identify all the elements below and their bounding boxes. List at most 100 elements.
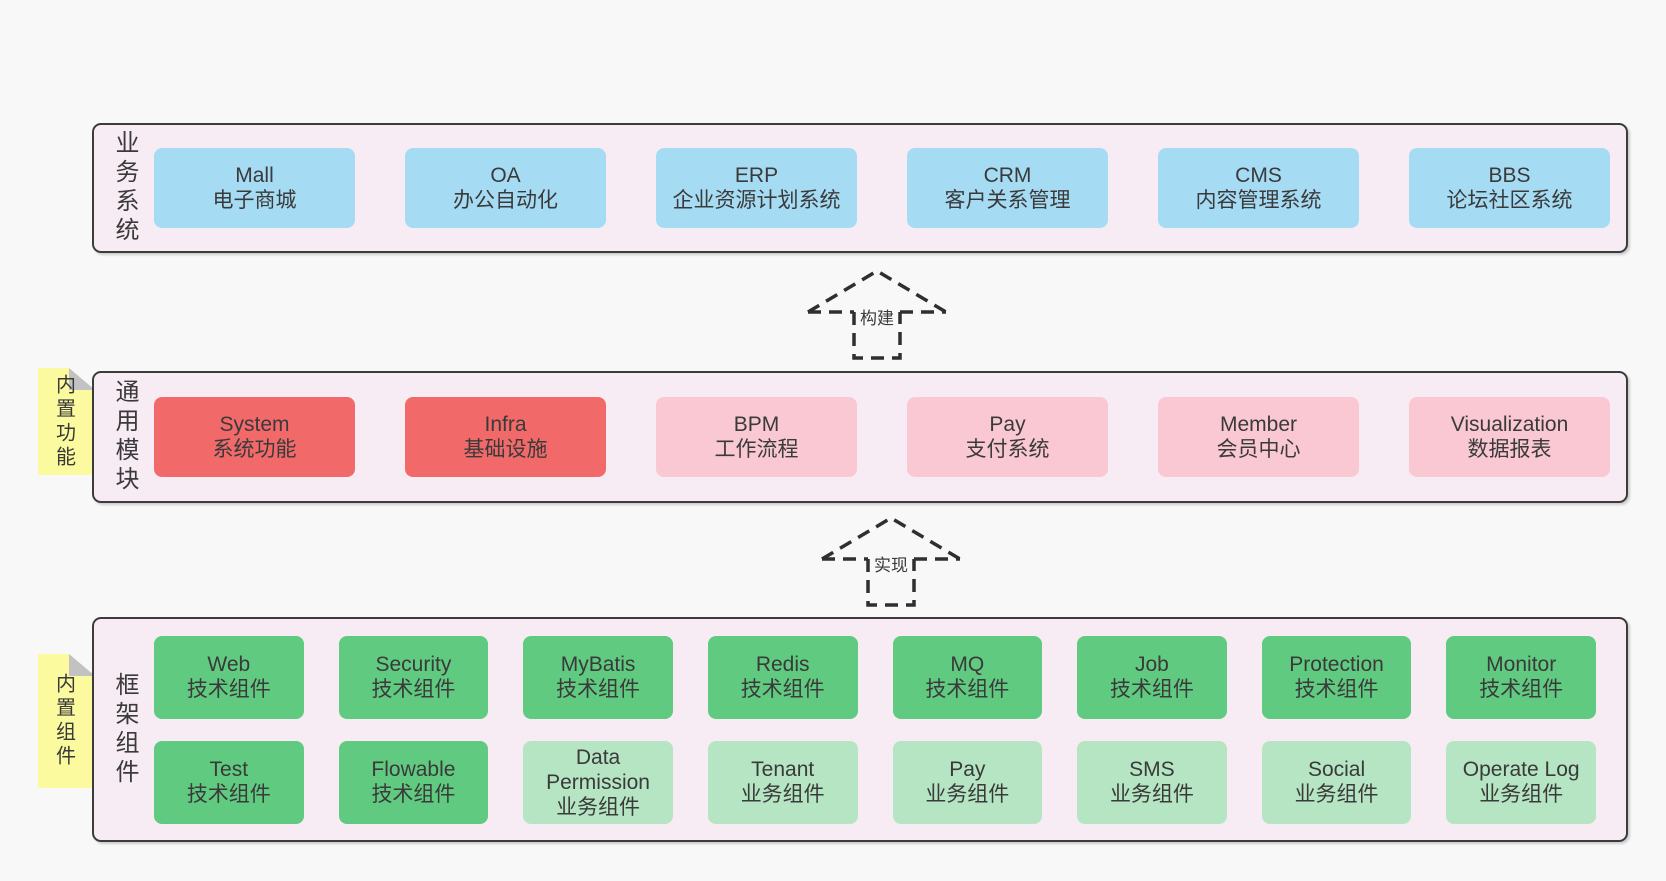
box-row: Mall 电子商城 OA 办公自动化 ERP 企业资源计划系统 CRM 客户关系…	[154, 148, 1610, 228]
box-subtitle: 技术组件	[556, 678, 641, 701]
box-redis: Redis 技术组件	[707, 635, 858, 719]
band-boxes: Mall 电子商城 OA 办公自动化 ERP 企业资源计划系统 CRM 客户关系…	[154, 125, 1626, 251]
box-job: Job 技术组件	[1077, 635, 1227, 719]
box-subtitle: 技术组件	[1109, 678, 1194, 701]
box-subtitle: 工作流程	[714, 438, 799, 461]
box-subtitle: 支付系统	[965, 438, 1050, 461]
box-title: Pay	[949, 758, 986, 781]
box-pay: Pay 业务组件	[892, 740, 1043, 824]
box-web: Web 技术组件	[154, 635, 304, 719]
box-title: Mall	[235, 164, 274, 187]
box-protection: Protection 技术组件	[1261, 635, 1412, 719]
box-title: CRM	[983, 164, 1032, 187]
band-framework-components: 框架组件 Web 技术组件 Security 技术组件 MyBatis 技术组件…	[92, 617, 1628, 842]
implement-arrow: 实现	[811, 509, 971, 609]
box-subtitle: 业务组件	[556, 795, 641, 819]
box-mq: MQ 技术组件	[892, 635, 1043, 719]
band-common-modules: 通用模块 System 系统功能 Infra 基础设施 BPM 工作流程 Pay…	[92, 371, 1628, 503]
box-row: Test 技术组件 Flowable 技术组件 Data Permission …	[154, 740, 1596, 824]
box-bpm: BPM 工作流程	[656, 397, 857, 477]
band-side-label: 通用模块	[111, 379, 138, 495]
band-side-column: 业务系统	[94, 125, 154, 251]
box-subtitle: 业务组件	[740, 783, 825, 806]
box-subtitle: 技术组件	[1479, 678, 1564, 701]
box-title: Flowable	[371, 758, 456, 781]
box-subtitle: 电子商城	[212, 189, 297, 212]
box-oa: OA 办公自动化	[405, 148, 606, 228]
box-visualization: Visualization 数据报表	[1409, 397, 1610, 477]
box-social: Social 业务组件	[1261, 740, 1412, 824]
box-title: BBS	[1488, 164, 1531, 187]
box-security: Security 技术组件	[338, 635, 489, 719]
band-side-column: 框架组件	[94, 619, 154, 840]
box-subtitle: 数据报表	[1467, 438, 1552, 461]
box-title: OA	[490, 164, 521, 187]
box-member: Member 会员中心	[1158, 397, 1359, 477]
box-subtitle: 业务组件	[1479, 783, 1564, 806]
dashed-up-arrow-icon	[807, 268, 947, 360]
box-title: Social	[1307, 758, 1366, 781]
band-side-label: 框架组件	[111, 671, 138, 788]
box-subtitle: 业务组件	[1109, 783, 1194, 806]
box-pay: Pay 支付系统	[907, 397, 1108, 477]
box-title: ERP	[734, 164, 779, 187]
box-title: Operate Log	[1462, 758, 1580, 781]
box-title: Pay	[989, 413, 1026, 436]
box-mall: Mall 电子商城	[154, 148, 355, 228]
box-title: Member	[1219, 413, 1298, 436]
box-title: Web	[207, 653, 251, 676]
box-data-permission: Data Permission 业务组件	[523, 740, 673, 824]
build-arrow: 构建	[797, 262, 957, 362]
box-subtitle: 业务组件	[925, 783, 1010, 806]
box-subtitle: 客户关系管理	[944, 189, 1071, 212]
box-subtitle: 会员中心	[1216, 438, 1301, 461]
box-system: System 系统功能	[154, 397, 355, 477]
box-crm: CRM 客户关系管理	[907, 148, 1108, 228]
box-subtitle: 技术组件	[925, 678, 1010, 701]
box-subtitle: 技术组件	[186, 678, 271, 701]
sticky-note-builtin-features: 内置功能	[38, 368, 95, 475]
dashed-up-arrow-icon	[821, 515, 961, 607]
box-title: Security	[375, 653, 452, 676]
sticky-note-builtin-components: 内置组件	[38, 654, 95, 788]
box-subtitle: 系统功能	[212, 438, 297, 461]
sticky-label: 内置功能	[52, 373, 75, 470]
band-side-column: 通用模块	[94, 373, 154, 501]
box-row: System 系统功能 Infra 基础设施 BPM 工作流程 Pay 支付系统…	[154, 397, 1610, 477]
box-subtitle: 基础设施	[463, 438, 548, 461]
box-flowable: Flowable 技术组件	[338, 740, 489, 824]
box-title: Redis	[755, 653, 810, 676]
box-sms: SMS 业务组件	[1077, 740, 1227, 824]
box-tenant: Tenant 业务组件	[707, 740, 858, 824]
box-title: System	[219, 413, 290, 436]
box-subtitle: 办公自动化	[453, 189, 558, 212]
box-title: Infra	[484, 413, 527, 436]
box-test: Test 技术组件	[154, 740, 304, 824]
box-title: CMS	[1235, 164, 1282, 187]
box-subtitle: 内容管理系统	[1195, 189, 1322, 212]
arrow-label: 实现	[871, 556, 911, 577]
box-subtitle: 技术组件	[1294, 678, 1379, 701]
sticky-label: 内置组件	[52, 673, 75, 769]
box-title: MQ	[950, 653, 985, 676]
box-title: BPM	[733, 413, 780, 436]
band-side-label: 业务系统	[111, 130, 138, 246]
box-subtitle: 论坛社区系统	[1446, 189, 1573, 212]
band-boxes: Web 技术组件 Security 技术组件 MyBatis 技术组件 Redi…	[154, 619, 1626, 840]
band-business-systems: 业务系统 Mall 电子商城 OA 办公自动化 ERP 企业资源计划系统 CRM…	[92, 123, 1628, 253]
box-subtitle: 企业资源计划系统	[672, 189, 841, 212]
box-title: Monitor	[1486, 653, 1557, 676]
box-operate-log: Operate Log 业务组件	[1446, 740, 1596, 824]
band-boxes: System 系统功能 Infra 基础设施 BPM 工作流程 Pay 支付系统…	[154, 373, 1626, 501]
arrow-label: 构建	[857, 309, 897, 330]
box-subtitle: 技术组件	[371, 678, 456, 701]
box-subtitle: 技术组件	[740, 678, 825, 701]
box-row: Web 技术组件 Security 技术组件 MyBatis 技术组件 Redi…	[154, 635, 1596, 719]
box-bbs: BBS 论坛社区系统	[1409, 148, 1610, 228]
box-title: Job	[1135, 653, 1169, 676]
box-title: MyBatis	[560, 653, 636, 676]
box-erp: ERP 企业资源计划系统	[656, 148, 857, 228]
box-infra: Infra 基础设施	[405, 397, 606, 477]
box-title: Test	[209, 758, 249, 781]
